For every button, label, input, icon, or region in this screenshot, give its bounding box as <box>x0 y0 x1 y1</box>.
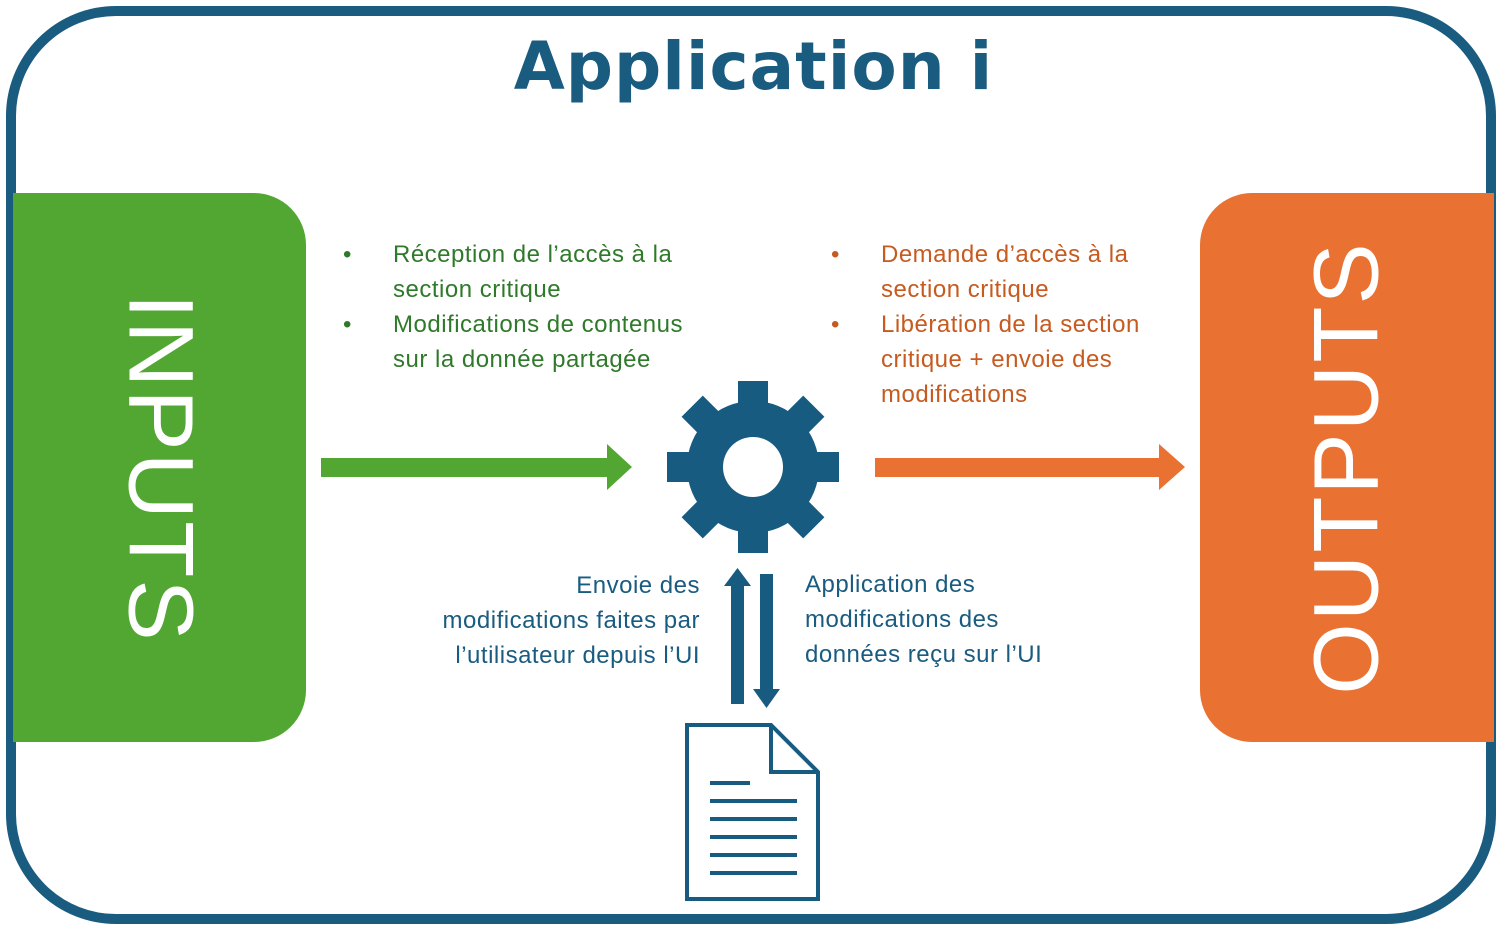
inputs-box: INPUTS <box>13 193 306 742</box>
output-arrow <box>875 444 1185 490</box>
download-arrow <box>753 574 780 708</box>
gear-icon <box>667 381 839 553</box>
outputs-bullet-item: •Libération de la section critique + env… <box>831 311 1140 408</box>
send-modifications-note: Envoie des modifications faites par l’ut… <box>442 572 700 669</box>
outputs-box: OUTPUTS <box>1200 193 1494 742</box>
outputs-bullet-text: Libération de la section critique + envo… <box>881 311 1140 408</box>
inputs-bullet-text: Réception de l’accès à la section critiq… <box>393 241 673 303</box>
inputs-bullet-text: Modifications de contenus sur la donnée … <box>393 311 683 373</box>
outputs-bullet-text: Demande d’accès à la section critique <box>881 241 1129 303</box>
inputs-bullet-item: •Modifications de contenus sur la donnée… <box>343 311 683 373</box>
inputs-bullet-item: •Réception de l’accès à la section criti… <box>343 241 673 303</box>
outputs-bullet-item: •Demande d’accès à la section critique <box>831 241 1129 303</box>
diagram-title: Application i <box>513 28 994 105</box>
apply-modifications-note: Application des modifications des donnée… <box>805 571 1043 668</box>
upload-arrow <box>724 568 751 704</box>
document-icon <box>685 723 820 901</box>
outputs-bullet-list: •Demande d’accès à la section critique •… <box>831 237 1191 412</box>
inputs-bullet-list: •Réception de l’accès à la section criti… <box>343 237 713 377</box>
input-arrow <box>321 444 632 490</box>
